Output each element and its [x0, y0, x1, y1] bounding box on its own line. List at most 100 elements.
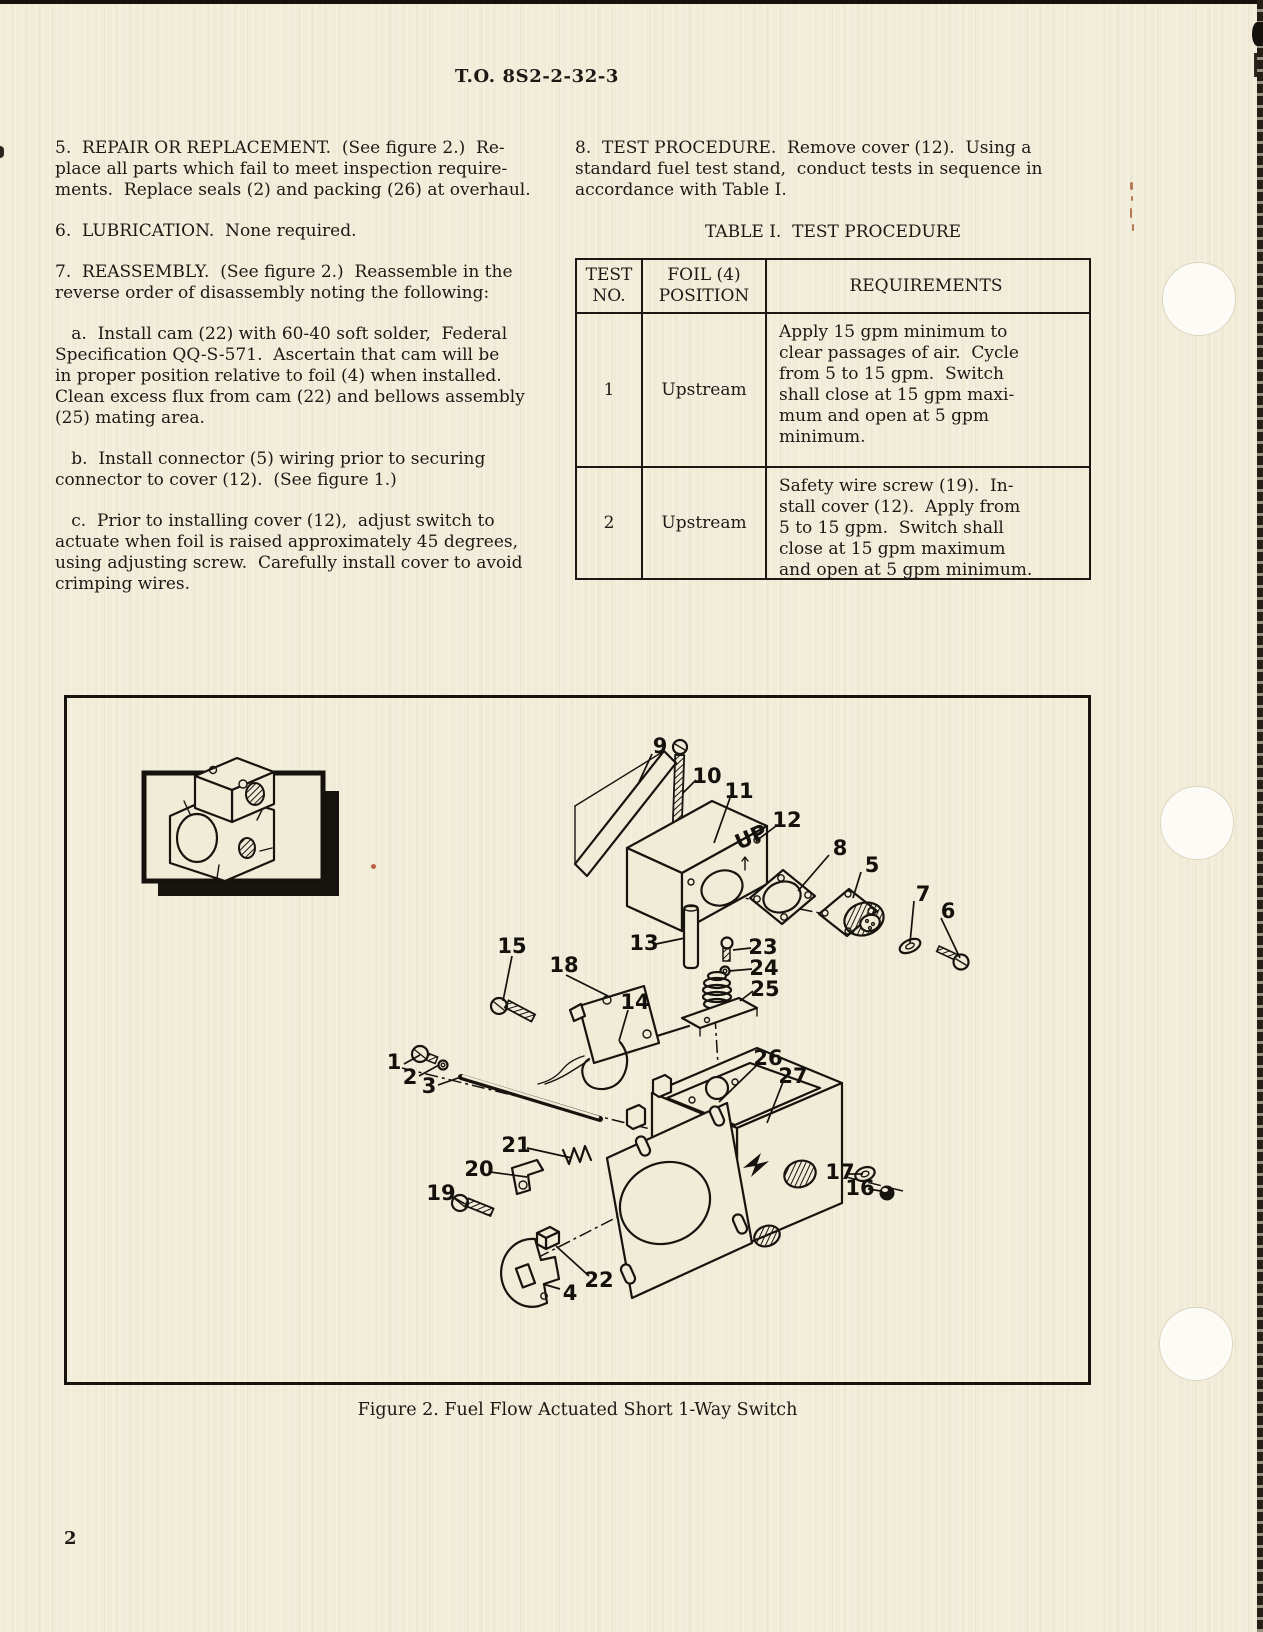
nut-16-part — [879, 1185, 895, 1201]
table-row: 2 Upstream Safety wire screw (19). In- s… — [577, 468, 1089, 580]
callout-number-8: 8 — [833, 836, 848, 860]
paragraph-7a: a. Install cam (22) with 60-40 soft sold… — [55, 324, 525, 428]
callout-leader-8 — [797, 854, 830, 892]
callout-leader-25 — [739, 990, 754, 1002]
callout-number-18: 18 — [549, 953, 578, 977]
callout-leader-11 — [713, 797, 731, 844]
callout-number-7: 7 — [916, 882, 931, 906]
callout-number-19: 19 — [426, 1181, 455, 1205]
paragraph-7c: c. Prior to installing cover (12), adjus… — [55, 511, 523, 594]
gasket-part — [748, 868, 817, 926]
callout-leader-7 — [909, 900, 915, 944]
callout-leader-16 — [867, 1188, 882, 1192]
screw-19-part — [450, 1193, 495, 1218]
scan-edge-top — [0, 0, 1263, 4]
callout-leader-4 — [542, 1283, 561, 1290]
screw-1-part — [410, 1044, 439, 1065]
washer-2-part — [437, 1059, 449, 1071]
callout-leader-3 — [437, 1076, 462, 1086]
washer-17-part — [854, 1165, 876, 1183]
switch-part — [537, 984, 661, 1085]
assembled-switch-inset — [141, 756, 339, 896]
callout-number-23: 23 — [748, 935, 777, 959]
test-procedure-table: TEST NO. FOIL (4) POSITION REQUIREMENTS … — [575, 258, 1091, 580]
table-header-foil-position: FOIL (4) POSITION — [643, 260, 767, 312]
callout-leader-13 — [655, 937, 686, 945]
table-header-requirements: REQUIREMENTS — [849, 275, 1003, 296]
table-header-row: TEST NO. FOIL (4) POSITION REQUIREMENTS — [577, 260, 1089, 314]
paragraph-8-test-procedure: 8. TEST PROCEDURE. Remove cover (12). Us… — [575, 138, 1043, 200]
callout-leader-10 — [682, 779, 697, 794]
callout-number-17: 17 — [825, 1160, 854, 1184]
cell-requirements: Safety wire screw (19). In- stall cover … — [779, 476, 1033, 580]
callout-leader-22 — [555, 1245, 590, 1277]
table-title: TABLE I. TEST PROCEDURE — [704, 222, 962, 242]
screw-6-part — [935, 944, 970, 971]
callout-number-27: 27 — [778, 1064, 807, 1088]
callout-number-16: 16 — [845, 1176, 874, 1200]
callout-leader-27 — [766, 1081, 784, 1124]
callout-leader-26 — [718, 1063, 759, 1103]
scan-blot-top-right — [1252, 22, 1263, 46]
rust-mark — [1130, 182, 1133, 190]
screw-23-part — [720, 936, 734, 962]
cover-part: UP — [625, 799, 771, 933]
foil-part — [500, 1237, 561, 1308]
screw-15-part — [489, 996, 537, 1023]
paragraph-7-reassembly: 7. REASSEMBLY. (See figure 2.) Reassembl… — [55, 262, 513, 303]
left-column: 5. REPAIR OR REPLACEMENT. (See figure 2.… — [55, 138, 555, 615]
bracket-20-part — [510, 1158, 545, 1196]
washer-7-part — [898, 937, 922, 955]
cam-part — [535, 1225, 561, 1251]
rust-mark — [1130, 208, 1132, 218]
rust-dot — [371, 864, 376, 869]
paragraph-7b: b. Install connector (5) wiring prior to… — [55, 449, 486, 490]
table-header-test-no: TEST NO. — [577, 260, 643, 312]
punch-hole — [1162, 262, 1236, 336]
scan-tick-right — [1254, 53, 1257, 77]
callout-leader-6 — [940, 917, 961, 959]
callout-number-25: 25 — [750, 977, 779, 1001]
callout-number-15: 15 — [497, 934, 526, 958]
spring-21-part — [561, 1144, 593, 1166]
callout-number-9: 9 — [653, 734, 668, 758]
callout-number-4: 4 — [563, 1281, 578, 1305]
figure-2-frame: UP — [64, 695, 1091, 1385]
callout-number-5: 5 — [865, 853, 880, 877]
callout-leader-18 — [565, 974, 609, 997]
callout-number-24: 24 — [749, 956, 778, 980]
punch-hole — [1160, 786, 1234, 860]
scan-nub-left — [0, 146, 4, 158]
callout-leader-5 — [852, 871, 862, 899]
callout-number-14: 14 — [620, 990, 649, 1014]
paragraph-5-repair-or-replacement: 5. REPAIR OR REPLACEMENT. (See figure 2.… — [55, 138, 531, 200]
callout-leader-21 — [526, 1147, 573, 1159]
mounting-plate-part — [605, 1101, 754, 1300]
callout-number-13: 13 — [629, 931, 658, 955]
callout-leader-24 — [728, 968, 753, 972]
callout-number-26: 26 — [753, 1046, 782, 1070]
page-number: 2 — [64, 1528, 78, 1549]
callout-leader-1 — [403, 1054, 421, 1065]
rust-mark — [1132, 224, 1134, 231]
figure-2-exploded-diagram: UP — [141, 734, 970, 1308]
paragraph-6-lubrication: 6. LUBRICATION. None required. — [55, 221, 357, 241]
cell-foil-position: Upstream — [643, 314, 767, 466]
cell-test-no: 1 — [577, 314, 643, 466]
callout-leader-23 — [732, 947, 752, 951]
right-column: 8. TEST PROCEDURE. Remove cover (12). Us… — [575, 138, 1091, 580]
connector-part — [817, 887, 885, 938]
scan-edge-right — [1257, 0, 1263, 1632]
callout-leader-14 — [618, 1009, 629, 1042]
callout-leader-2 — [418, 1064, 440, 1077]
cell-foil-position: Upstream — [643, 468, 767, 578]
pin-part — [682, 904, 700, 970]
callout-number-1: 1 — [387, 1050, 402, 1074]
rust-mark — [1131, 196, 1133, 201]
punch-hole — [1159, 1307, 1233, 1381]
callout-leader-12 — [755, 825, 777, 842]
callout-leader-9 — [638, 753, 653, 783]
callout-number-20: 20 — [464, 1157, 493, 1181]
